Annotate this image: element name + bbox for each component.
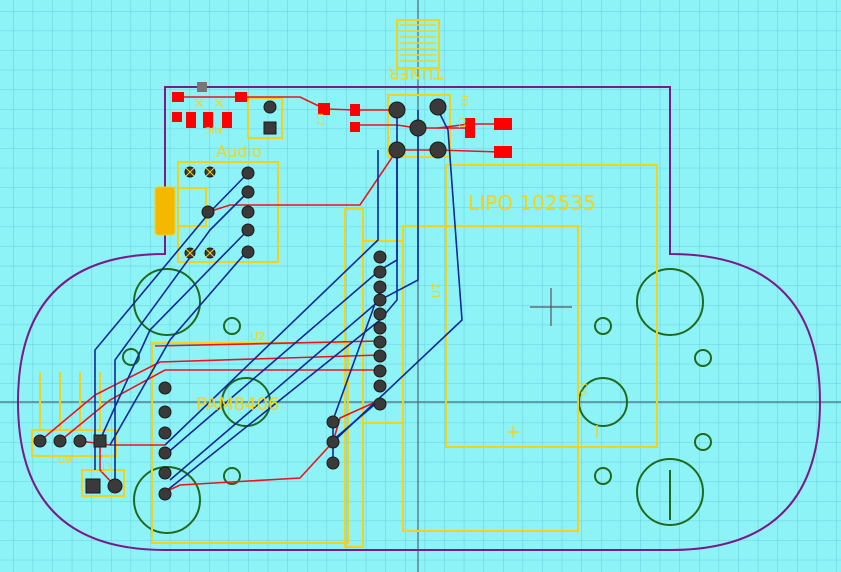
mount-hole: [636, 458, 704, 526]
pam-pad: [158, 381, 172, 395]
u9-pad: [53, 434, 67, 448]
audio-pad: [241, 185, 255, 199]
pam-outline: [151, 342, 349, 544]
tuner-pad: [409, 119, 427, 137]
button-hole: [122, 348, 140, 366]
tuner-pad: [429, 141, 447, 159]
header-pad: [373, 364, 387, 378]
tuner-outline: [396, 19, 440, 69]
audio-pad: [241, 205, 255, 219]
header-pad: [373, 335, 387, 349]
header-pad: [373, 379, 387, 393]
audio-pad: [241, 166, 255, 180]
pam-label: PAM8406: [196, 394, 279, 415]
button-hole: [594, 467, 612, 485]
audio-jack-body: [154, 186, 176, 236]
lipo-label: LIPO 102535: [468, 191, 596, 215]
r1-label: R1: [458, 95, 468, 107]
u9-label: U9: [58, 455, 72, 466]
audio-label: Audio: [216, 142, 261, 161]
c2-label: C2: [314, 113, 325, 126]
header-pad: [373, 293, 387, 307]
u9-pad: [93, 434, 107, 448]
silkscreen-outlines: [31, 19, 658, 548]
tuner-pad: [429, 98, 447, 116]
mic-label: MIC: [205, 124, 222, 134]
header-pad: [373, 397, 387, 411]
button-hole: [594, 317, 612, 335]
u7-center-cross: [530, 288, 572, 326]
u9-pad: [33, 434, 47, 448]
button-hole: [223, 317, 241, 335]
u7-label: U7: [430, 283, 443, 298]
mic-pad: [263, 100, 277, 114]
j3-label: J3: [101, 462, 111, 473]
button-hole: [223, 467, 241, 485]
pam-pad: [158, 466, 172, 480]
tuner-label: TUNER: [388, 64, 444, 83]
audio-pad: [201, 205, 215, 219]
connector-outline: [362, 240, 404, 424]
pam-pad: [158, 487, 172, 501]
lipo-outline: [445, 164, 658, 448]
header-pad: [373, 349, 387, 363]
j3-outline: [81, 469, 125, 497]
mount-hole: [636, 268, 704, 336]
u2-pad: [326, 435, 340, 449]
audio-pad: [241, 245, 255, 259]
c1-label: C1: [456, 117, 466, 129]
c6-label: C6: [578, 383, 589, 396]
j3-pad: [107, 478, 123, 494]
mic-top-pad: [197, 82, 207, 92]
smd-pads: [172, 92, 512, 158]
header-pad: [373, 250, 387, 264]
mic-pad: [263, 121, 277, 135]
button-hole: [694, 349, 712, 367]
header-pad: [373, 265, 387, 279]
j3-pad: [85, 478, 101, 494]
header-pad: [373, 280, 387, 294]
header-pad: [373, 321, 387, 335]
pam-pad: [158, 446, 172, 460]
unconnected-pad-marks: [185, 98, 224, 258]
tuner-pad: [388, 101, 406, 119]
u2-pad: [326, 456, 340, 470]
tuner-pad: [388, 141, 406, 159]
u9-header-pins: [39, 372, 101, 430]
lipo-markers: [507, 425, 598, 438]
u9-pad: [73, 434, 87, 448]
button-hole: [694, 433, 712, 451]
header-pad: [373, 307, 387, 321]
pam-pad: [158, 426, 172, 440]
tuner-coil-icon: [400, 24, 436, 62]
mic-outline: [247, 97, 283, 139]
pam-pad: [158, 405, 172, 419]
u2-label: U2: [250, 330, 265, 343]
u2-pad: [326, 415, 340, 429]
mount-hole: [221, 377, 271, 427]
board-outline: [16, 86, 822, 551]
audio-pad: [241, 223, 255, 237]
